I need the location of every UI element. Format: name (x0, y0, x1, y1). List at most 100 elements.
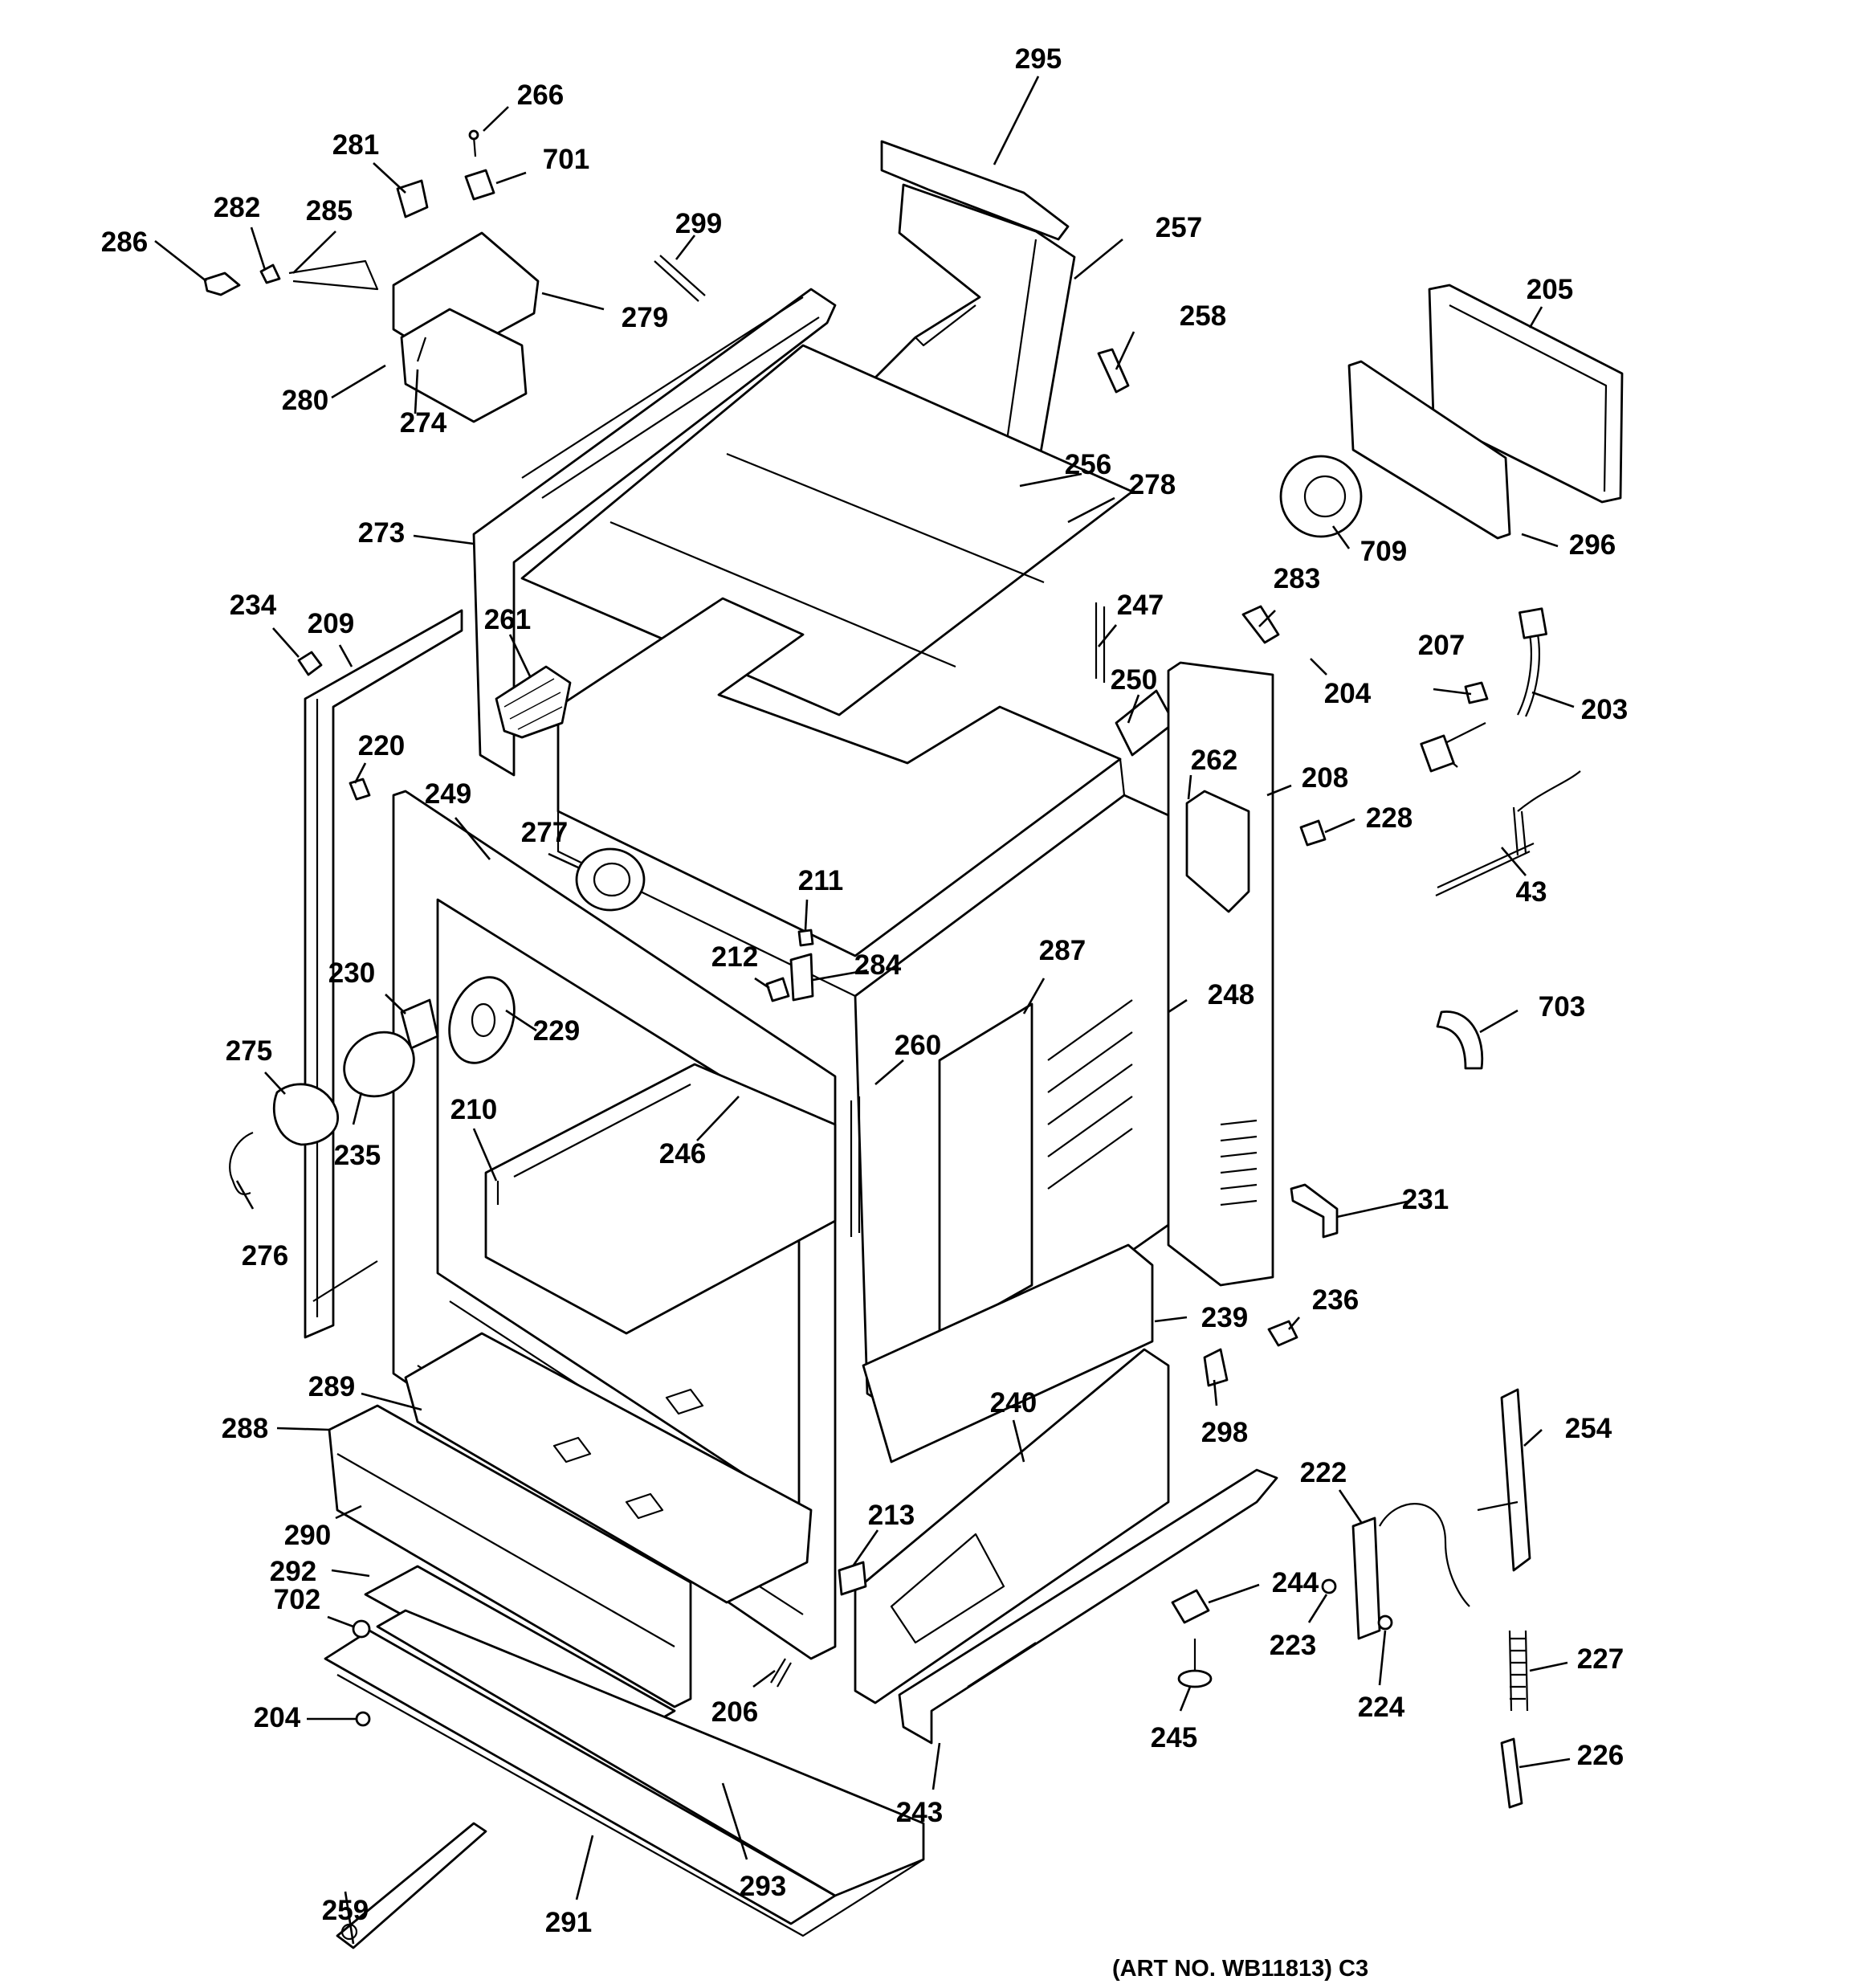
callout-709: 709 (1360, 536, 1407, 567)
callout-298: 298 (1201, 1417, 1248, 1448)
callout-211: 211 (798, 865, 843, 896)
callout-43: 43 (1516, 876, 1547, 908)
callout-206: 206 (711, 1696, 758, 1728)
callout-262: 262 (1191, 745, 1237, 776)
callout-299: 299 (675, 208, 722, 239)
part-247 (1095, 602, 1106, 683)
callout-246: 246 (659, 1138, 706, 1170)
part-207 (1464, 681, 1489, 704)
callout-284: 284 (854, 949, 902, 981)
callout-228: 228 (1366, 802, 1413, 834)
part-212 (765, 977, 790, 1002)
callout-260: 260 (895, 1030, 941, 1061)
callout-234: 234 (230, 590, 277, 621)
callout-236: 236 (1312, 1284, 1359, 1316)
callout-256: 256 (1065, 449, 1111, 480)
callout-231: 231 (1402, 1184, 1449, 1215)
part-702 (352, 1619, 371, 1639)
part-281 (396, 179, 429, 218)
callout-224: 224 (1358, 1692, 1405, 1723)
part-284 (789, 953, 814, 1002)
callout-204-bottom: 204 (254, 1702, 301, 1733)
part-223 (1321, 1578, 1337, 1594)
part-213 (838, 1561, 867, 1596)
part-275 (273, 1083, 339, 1146)
part-709 (1279, 455, 1363, 538)
part-222-hinge (1351, 1517, 1381, 1640)
callout-204-top: 204 (1324, 678, 1372, 709)
callout-220: 220 (358, 730, 405, 761)
callout-702: 702 (274, 1584, 320, 1615)
part-209-side-panel (304, 609, 463, 1339)
callout-282: 282 (214, 192, 260, 223)
callout-273: 273 (358, 517, 405, 549)
callout-230: 230 (328, 957, 375, 989)
callout-247: 247 (1117, 590, 1164, 621)
callout-208: 208 (1302, 762, 1348, 794)
callout-285: 285 (306, 195, 353, 227)
callout-288: 288 (222, 1413, 268, 1444)
part-277 (575, 847, 646, 912)
callout-259: 259 (322, 1895, 369, 1926)
part-254-hinge (1500, 1388, 1531, 1572)
part-260 (850, 1096, 861, 1237)
callout-261: 261 (484, 604, 531, 635)
part-224 (1377, 1614, 1393, 1631)
part-286 (203, 271, 241, 296)
art-number: (ART NO. WB11813) C3 (1112, 1956, 1368, 1982)
callout-222: 222 (1300, 1457, 1347, 1488)
callout-274: 274 (400, 407, 447, 439)
part-258 (1097, 348, 1130, 394)
callout-283: 283 (1274, 563, 1320, 594)
part-259-slide-rail (336, 1822, 487, 1949)
part-296 (1347, 360, 1511, 540)
part-703 (1436, 1010, 1484, 1070)
callout-701: 701 (543, 144, 589, 175)
part-243-front-rail (898, 1468, 1278, 1745)
callout-292: 292 (270, 1556, 316, 1587)
part-287 (938, 1002, 1033, 1339)
part-285 (288, 259, 379, 291)
callout-243: 243 (896, 1797, 943, 1828)
part-220 (349, 778, 371, 801)
part-289-broiler (404, 1332, 813, 1604)
part-227-spring (1508, 1630, 1529, 1712)
part-222-arm (1379, 1503, 1470, 1607)
callout-207: 207 (1418, 630, 1465, 661)
part-211 (797, 929, 814, 947)
callout-290: 290 (284, 1520, 331, 1551)
part-235 (343, 1031, 415, 1098)
part-288-290-drawer (328, 1404, 692, 1708)
callout-235: 235 (334, 1140, 381, 1171)
callout-276: 276 (242, 1240, 288, 1272)
callout-703: 703 (1539, 991, 1585, 1023)
part-43 (1435, 770, 1581, 896)
part-203 (1517, 634, 1540, 717)
part-298 (1203, 1348, 1229, 1387)
parts-drawing (203, 129, 1624, 1949)
part-210 (496, 1084, 691, 1205)
callout-295: 295 (1015, 43, 1062, 75)
callout-258: 258 (1180, 300, 1226, 332)
part-230 (400, 998, 439, 1050)
callout-281: 281 (332, 129, 379, 161)
callout-280: 280 (282, 385, 328, 416)
part-250 (1115, 689, 1176, 757)
part-274 (416, 337, 427, 362)
part-231 (1290, 1183, 1339, 1239)
part-239 (862, 1243, 1154, 1463)
part-228 (1299, 819, 1327, 847)
callout-275: 275 (226, 1035, 272, 1067)
callout-279: 279 (622, 302, 668, 333)
callout-277: 277 (521, 817, 568, 848)
part-246-oven-bottom (484, 1063, 837, 1335)
callout-254: 254 (1565, 1413, 1612, 1444)
part-234 (297, 651, 323, 676)
part-295 (880, 140, 1070, 241)
callout-227: 227 (1577, 1643, 1624, 1675)
callout-249: 249 (425, 778, 471, 810)
part-701 (464, 169, 495, 201)
callout-296: 296 (1569, 529, 1616, 561)
callout-213: 213 (868, 1500, 915, 1531)
part-280 (400, 308, 528, 423)
